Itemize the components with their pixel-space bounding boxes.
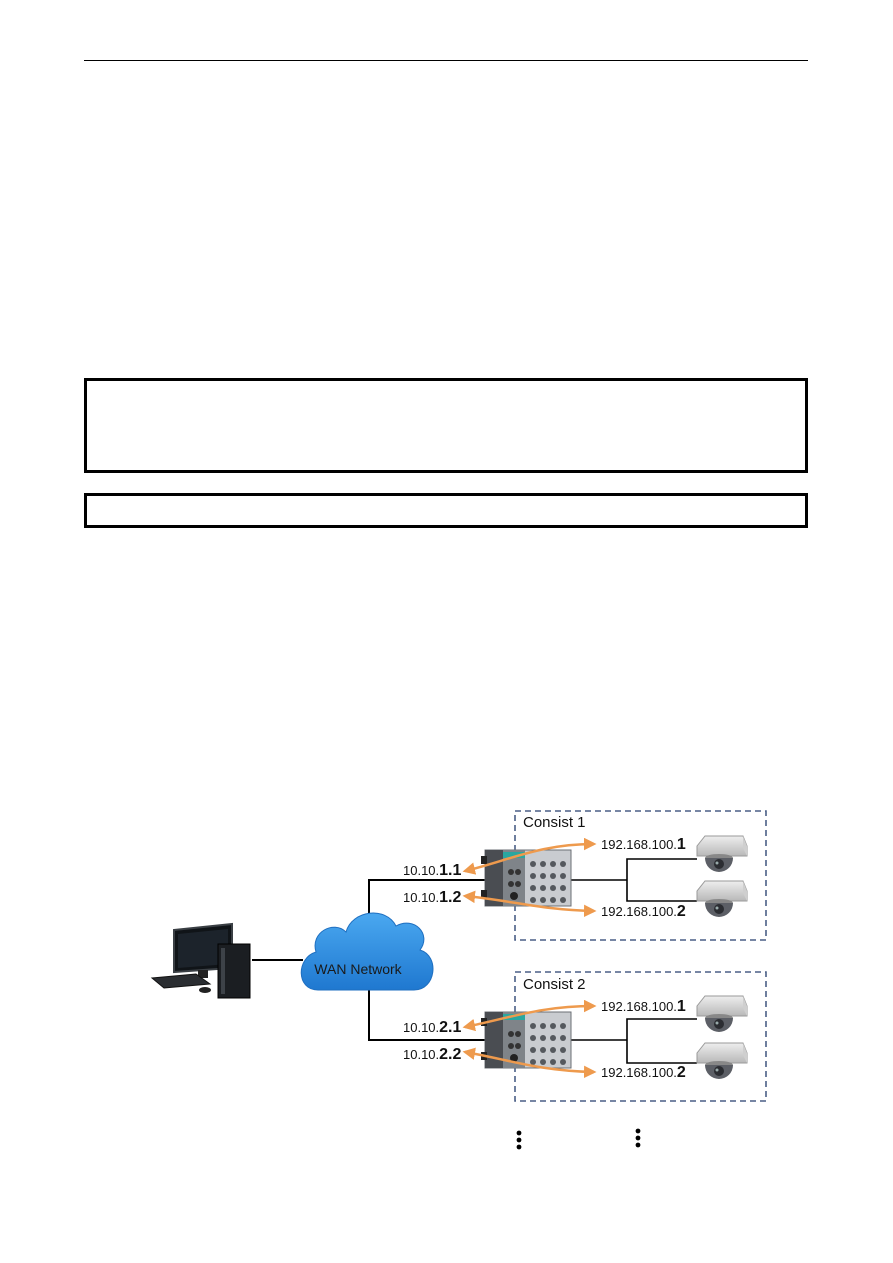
vertical-ellipsis-icon [516,1130,522,1150]
camera-ip-label: 192.168.100.1 [601,998,686,1015]
note-box [84,378,808,473]
ethernet-switch-icon [480,849,572,907]
wan-to-switch2-link [368,990,485,1041]
page-header-rule [84,60,808,61]
nat-arrow [462,999,597,1032]
wan-label: WAN Network [314,961,402,977]
camera-ip-label: 192.168.100.2 [601,1064,686,1081]
dome-camera-icon [696,880,748,918]
dome-camera-icon [696,1042,748,1080]
dome-camera-icon [696,835,748,873]
wan-links [252,879,485,1041]
switch-ip-label: 10.10.2.2 [403,1046,462,1063]
note-box-small [84,493,808,528]
nat-arrows [462,999,597,1079]
switch-ip-label: 10.10.1.2 [403,889,462,906]
vertical-ellipsis-icon [635,1128,641,1148]
consist-group: Consist 1 10.10.1.1 10.10.1.2 192.168.10… [403,810,767,941]
desktop-computer-icon [150,922,251,999]
nat-arrow [462,1047,597,1079]
wan-to-switch1-link [368,879,485,918]
consist-title: Consist 2 [523,976,586,993]
nat-arrow [462,837,597,875]
nat-arrow [462,890,597,918]
camera-links [570,1018,697,1064]
consist-group: Consist 2 10.10.2.1 10.10.2.2 192.168.10… [403,971,767,1102]
consist-title: Consist 1 [523,814,586,831]
camera-links [570,858,697,902]
camera-ip-label: 192.168.100.1 [601,836,686,853]
dome-camera-icon [696,995,748,1033]
camera-ip-label: 192.168.100.2 [601,903,686,920]
nat-arrows [462,837,597,918]
switch-ip-label: 10.10.1.1 [403,862,462,879]
switch-ip-label: 10.10.2.1 [403,1019,462,1036]
cloud-icon: WAN Network [300,912,434,991]
